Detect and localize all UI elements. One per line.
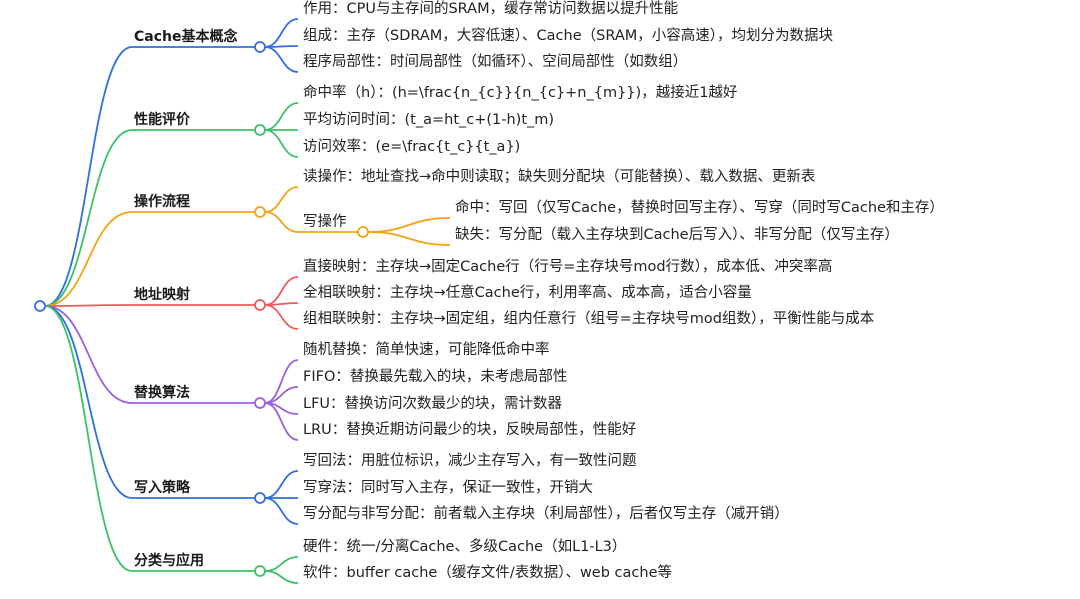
- branch-connector: [44, 305, 133, 404]
- leaf-label: 组成：主存（SDRAM，大容低速）、Cache（SRAM，小容高速），均划分为数…: [303, 28, 833, 44]
- leaf-label: 随机替换：简单快速，可能降低命中率: [303, 342, 550, 358]
- category-label: 操作流程: [134, 194, 190, 210]
- leaf-label: 命中率（h）：(h=\frac{n_{c}}{n_{c}+n_{m}})，越接近…: [303, 85, 738, 101]
- category-dot: [254, 299, 266, 311]
- category-dot: [254, 492, 266, 504]
- leaf-connector: [264, 186, 299, 213]
- leaf-label: 命中：写回（仅写Cache，替换时回写主存）、写穿（同时写Cache和主存）: [455, 200, 944, 216]
- category-label: Cache基本概念: [134, 29, 238, 45]
- branch-connector: [44, 305, 133, 499]
- category-dot: [254, 565, 266, 577]
- leaf-label: 程序局部性：时间局部性（如循环）、空间局部性（如数组）: [303, 54, 688, 70]
- branch-connector: [44, 305, 133, 572]
- leaf-label: 作用：CPU与主存间的SRAM，缓存常访问数据以提升性能: [303, 1, 679, 17]
- leaf-connector: [264, 570, 299, 584]
- leaf-label: LRU：替换近期访问最少的块，反映局部性，性能好: [303, 422, 637, 438]
- root-node: [34, 300, 46, 312]
- category-label: 替换算法: [134, 385, 190, 401]
- leaf-connector: [264, 46, 299, 73]
- category-label: 地址映射: [134, 287, 190, 303]
- leaf-connector: [264, 304, 299, 330]
- leaf-connector: [264, 402, 299, 441]
- branch-connector: [44, 304, 133, 307]
- leaf-label: 读操作：地址查找→命中则读取；缺失则分配块（可能替换）、载入数据、更新表: [303, 169, 816, 185]
- leaf-label: 访问效率：(e=\frac{t_c}{t_a}): [303, 139, 521, 155]
- branch-connector: [44, 211, 133, 307]
- category-dot: [254, 206, 266, 218]
- branch-connector: [44, 46, 133, 307]
- category-dot: [254, 124, 266, 136]
- branch-connector: [44, 129, 133, 307]
- leaf-label: 平均访问时间：(t_a=ht_c+(1-h)t_m): [303, 112, 555, 128]
- leaf-label: 写回法：用脏位标识，减少主存写入，有一致性问题: [303, 453, 637, 469]
- leaf-label: 全相联映射：主存块→任意Cache行，利用率高、成本高，适合小容量: [303, 285, 752, 301]
- leaf-connector: [264, 497, 299, 525]
- leaf-label: 直接映射：主存块→固定Cache行（行号=主存块号mod行数），成本低、冲突率高: [303, 259, 833, 275]
- leaf-label: 缺失：写分配（载入主存块到Cache后写入）、非写分配（仅写主存）: [455, 227, 899, 243]
- leaf-label: 硬件：统一/分离Cache、多级Cache（如L1-L3）: [303, 539, 627, 555]
- subnode-label: 写操作: [303, 214, 347, 230]
- leaf-label: 写分配与非写分配：前者载入主存块（利局部性），后者仅写主存（减开销）: [303, 506, 789, 522]
- leaf-label: LFU：替换访问次数最少的块，需计数器: [303, 396, 563, 412]
- category-label: 写入策略: [134, 480, 190, 496]
- leaf-label: 写穿法：同时写入主存，保证一致性，开销大: [303, 480, 593, 496]
- leaf-connector: [367, 231, 451, 246]
- category-dot: [254, 41, 266, 53]
- category-label: 性能评价: [134, 112, 190, 128]
- leaf-connector: [264, 129, 299, 158]
- leaf-connector: [264, 211, 299, 233]
- leaf-label: FIFO：替换最先载入的块，未考虑局部性: [303, 369, 568, 385]
- category-dot: [254, 397, 266, 409]
- category-label: 分类与应用: [134, 553, 204, 569]
- subnode-dot: [357, 226, 369, 238]
- leaf-label: 软件：buffer cache（缓存文件/表数据）、web cache等: [303, 565, 672, 581]
- leaf-label: 组相联映射：主存块→固定组，组内任意行（组号=主存块号mod组数），平衡性能与成…: [303, 311, 875, 327]
